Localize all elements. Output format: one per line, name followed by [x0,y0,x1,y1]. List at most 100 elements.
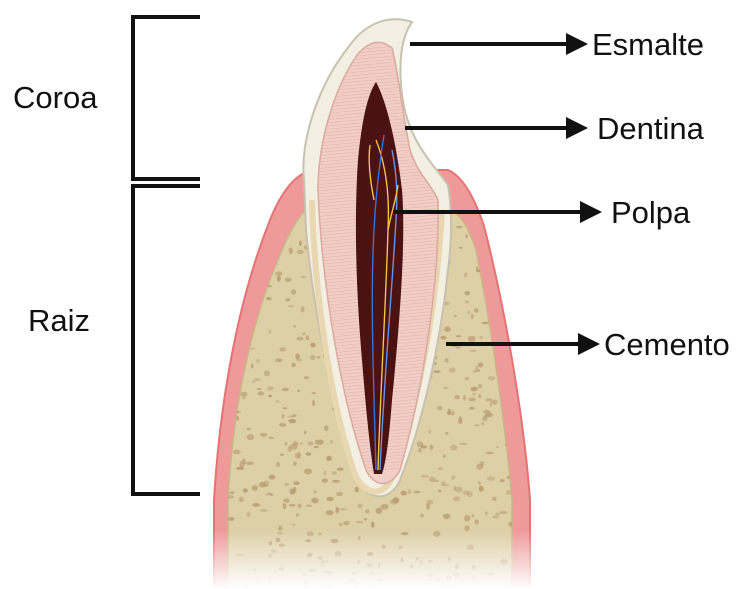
bone-pore [301,306,305,312]
bone-pore [314,446,319,448]
bone-pore [478,394,481,398]
bone-pore [437,406,443,411]
bone-pore [444,326,451,332]
bone-pore [241,206,248,212]
bone-pore [418,448,422,452]
bone-pore [250,348,256,350]
bone-pore [251,364,253,369]
bone-pore [469,398,476,402]
bone-pore [269,475,276,480]
bone-pore [279,347,286,351]
bone-pore [235,278,242,280]
bone-pore [240,392,247,397]
bone-pore [454,486,457,491]
bone-pore [417,441,424,447]
bone-pore [252,485,258,490]
bone-pore [441,481,446,486]
bone-pore [293,325,296,327]
bone-pore [252,503,260,507]
bone-pore [438,490,442,493]
bone-pore [250,230,254,233]
bone-pore [454,395,460,399]
bone-pore [490,215,497,221]
bone-pore [233,215,241,218]
label-cementum: Cemento [604,329,730,360]
bone-pore [500,242,505,248]
bone-pore [474,308,479,312]
bone-pore [256,359,260,363]
bone-pore [254,379,261,381]
bone-pore [356,521,363,523]
bone-pore [326,497,333,501]
bone-pore [495,513,500,515]
bone-pore [260,509,268,512]
bone-pore [355,487,359,493]
bone-pore [471,387,478,392]
bone-pore [322,478,328,482]
bone-pore [337,468,344,471]
bone-pore [465,377,470,380]
bone-pore [477,464,484,470]
arrow-cementum-head [578,333,600,355]
bone-pore [229,492,234,494]
bone-pore [236,416,239,421]
bone-pore [231,267,236,273]
bone-pore [283,407,287,409]
bone-pore [459,247,463,249]
bone-pore [492,515,499,518]
bone-pore [258,391,264,395]
bone-pore [298,503,302,508]
bone-pore [302,333,305,336]
bone-pore [481,422,484,425]
bone-pore [343,521,350,525]
bone-pore [289,248,293,254]
bone-pore [336,492,343,496]
bone-pore [464,272,467,277]
bone-pore [371,522,374,528]
bone-pore [228,517,234,521]
bone-pore [450,445,457,451]
bone-pore [454,315,457,317]
bone-pore [310,355,315,360]
bone-pore [252,381,255,383]
bone-pore [487,476,495,480]
bone-pore [474,519,479,524]
bone-pore [279,423,286,427]
bone-pore [474,424,480,426]
bone-pore [275,272,283,276]
bone-pore [233,450,241,455]
bone-pore [313,491,316,493]
bone-pore [326,510,334,515]
bone-pore [295,353,300,359]
bone-pore [420,513,424,517]
bone-pore [445,358,449,363]
bone-pore [291,289,296,295]
label-crown: Coroa [13,82,97,113]
label-enamel: Esmalte [592,29,704,60]
bone-pore [471,314,474,320]
bone-pore [464,291,470,295]
bone-pore [440,336,446,340]
bone-pore [247,428,251,431]
bone-pore [239,497,243,499]
bottom-fade [200,530,550,589]
bone-pore [438,467,443,470]
bone-pore [364,518,368,520]
bone-pore [285,278,292,282]
bone-pore [239,461,245,467]
bone-pore [296,513,299,517]
bone-pore [376,508,382,514]
bone-pore [401,491,407,496]
bone-pore [488,376,496,380]
bone-pore [312,392,316,394]
bone-pore [499,511,507,514]
bone-pore [276,400,280,402]
bone-pore [292,524,295,526]
bone-pore [233,290,241,292]
bone-pore [324,425,328,431]
bone-pore [445,484,449,486]
bone-pore [283,499,289,503]
bone-pore [501,206,506,210]
bone-pore [268,437,274,439]
bone-pore [260,433,267,437]
